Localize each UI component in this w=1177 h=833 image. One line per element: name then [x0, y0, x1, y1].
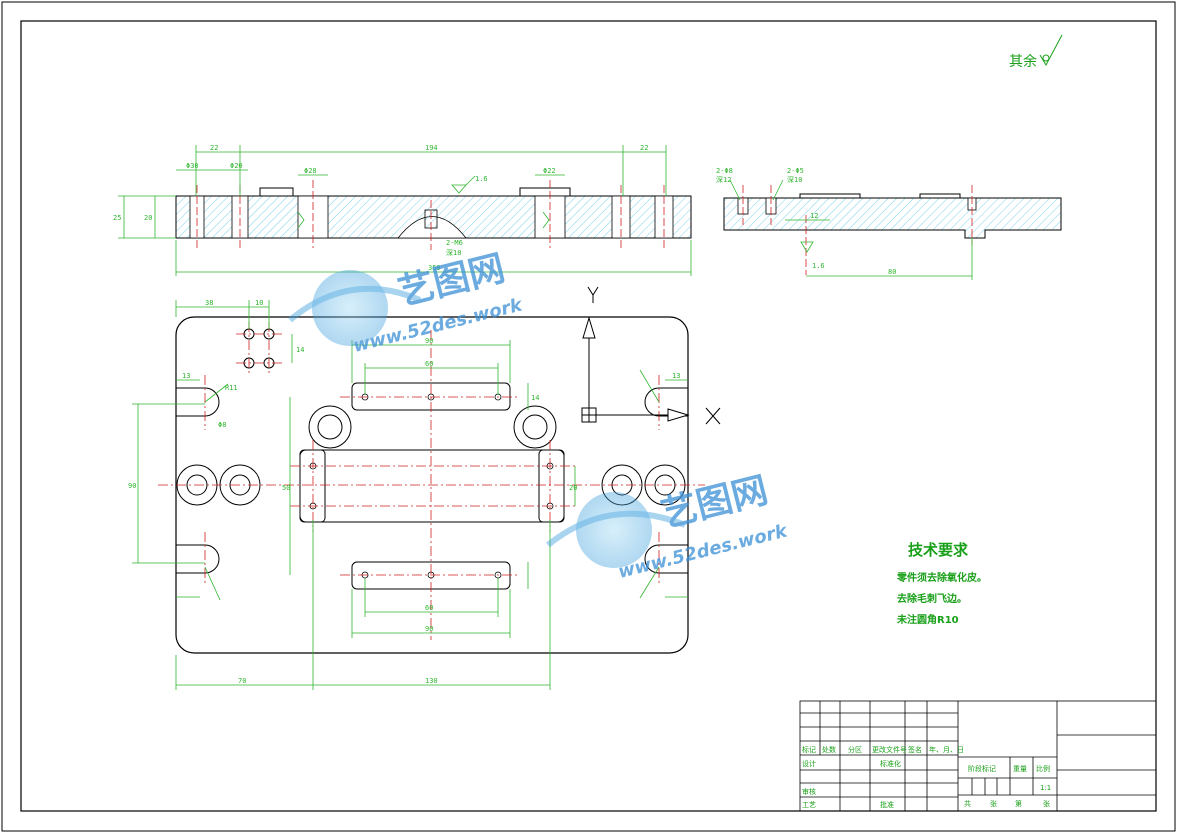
- svg-text:艺图网: 艺图网: [657, 470, 772, 536]
- front-section-view: 22 194 22 350 25 20 Φ30 Φ20 Φ28 Φ22 1.6 …: [113, 144, 692, 276]
- svg-text:标记: 标记: [802, 745, 816, 754]
- svg-text:更改文件号: 更改文件号: [872, 745, 907, 754]
- svg-text:90: 90: [128, 482, 136, 490]
- svg-text:R11: R11: [225, 384, 238, 392]
- svg-text:Φ28: Φ28: [304, 167, 317, 175]
- svg-text:深12: 深12: [716, 175, 731, 184]
- svg-text:90: 90: [425, 337, 433, 345]
- svg-text:审核: 审核: [802, 787, 816, 796]
- svg-text:10: 10: [255, 299, 263, 307]
- svg-text:2-Φ5: 2-Φ5: [787, 167, 804, 175]
- svg-text:350: 350: [428, 264, 441, 272]
- svg-text:70: 70: [238, 677, 246, 685]
- svg-text:12: 12: [810, 212, 818, 220]
- watermark-2: 艺图网 www.52des.work: [546, 470, 790, 583]
- svg-text:张: 张: [1043, 799, 1050, 808]
- svg-text:深10: 深10: [787, 175, 802, 184]
- svg-text:重量: 重量: [1013, 765, 1027, 773]
- svg-text:90: 90: [425, 625, 433, 633]
- svg-text:Φ30: Φ30: [186, 162, 199, 170]
- svg-text:38: 38: [205, 299, 213, 307]
- svg-text:130: 130: [425, 677, 438, 685]
- svg-text:13: 13: [672, 372, 680, 380]
- title-block-labels: 标记 处数 分区 更改文件号 签名 年、月、日 设计 标准化 审核 工艺 批准 …: [802, 745, 1051, 809]
- svg-text:张: 张: [990, 799, 997, 808]
- svg-text:标准化: 标准化: [880, 759, 901, 768]
- svg-text:1.6: 1.6: [812, 262, 825, 270]
- svg-text:50: 50: [282, 484, 290, 492]
- svg-text:分区: 分区: [848, 745, 862, 754]
- svg-text:14: 14: [296, 346, 304, 354]
- svg-text:批准: 批准: [880, 800, 894, 809]
- svg-text:2-Φ8: 2-Φ8: [716, 167, 733, 175]
- svg-text:阶段标记: 阶段标记: [968, 764, 996, 773]
- svg-text:比例: 比例: [1036, 764, 1050, 773]
- svg-text:Φ20: Φ20: [230, 162, 243, 170]
- watermark-1: 艺图网 www.52des.work: [288, 248, 525, 357]
- svg-text:60: 60: [425, 360, 433, 368]
- svg-text:工艺: 工艺: [802, 801, 816, 809]
- title-block: [799, 700, 1157, 812]
- tech-req-item-2: 去除毛刺飞边。: [897, 592, 967, 605]
- svg-text:Φ8: Φ8: [218, 421, 226, 429]
- tech-req-title: 技术要求: [908, 541, 969, 559]
- svg-text:年、月、日: 年、月、日: [929, 745, 964, 754]
- sheet-inner-border: [20, 20, 1157, 812]
- svg-text:22: 22: [210, 144, 218, 152]
- technical-requirements: 技术要求 零件须去除氧化皮。 去除毛刺飞边。 未注圆角R10: [896, 541, 987, 626]
- surface-finish-note: 其余: [1009, 34, 1063, 70]
- svg-text:处数: 处数: [822, 745, 836, 754]
- svg-text:设计: 设计: [802, 759, 816, 768]
- svg-text:第: 第: [1015, 799, 1022, 808]
- svg-text:2-M6: 2-M6: [446, 239, 463, 247]
- watermark-globe-icon: [312, 270, 388, 346]
- svg-text:25: 25: [113, 214, 121, 222]
- plan-view: 38 10 14 90 60 90 60 14 50 20 13 13 R11 …: [128, 286, 721, 690]
- svg-text:20: 20: [144, 214, 152, 222]
- svg-text:深10: 深10: [446, 248, 461, 257]
- svg-text:60: 60: [425, 604, 433, 612]
- svg-text:194: 194: [425, 144, 438, 152]
- side-section-view: 2-Φ8 深12 2-Φ5 深10 12 80 1.6: [716, 167, 1062, 280]
- svg-text:1:1: 1:1: [1040, 784, 1051, 792]
- svg-text:Φ22: Φ22: [543, 167, 556, 175]
- tech-req-item-1: 零件须去除氧化皮。: [896, 571, 987, 584]
- svg-text:其余: 其余: [1009, 53, 1037, 70]
- svg-text:22: 22: [640, 144, 648, 152]
- svg-text:共: 共: [964, 799, 971, 808]
- svg-text:14: 14: [531, 394, 539, 402]
- svg-text:13: 13: [182, 372, 190, 380]
- svg-text:20: 20: [569, 484, 577, 492]
- svg-text:80: 80: [888, 268, 896, 276]
- tech-req-item-3: 未注圆角R10: [896, 613, 959, 626]
- svg-text:1.6: 1.6: [475, 175, 488, 183]
- svg-text:签名: 签名: [908, 745, 922, 754]
- watermark-globe-icon: [576, 492, 652, 568]
